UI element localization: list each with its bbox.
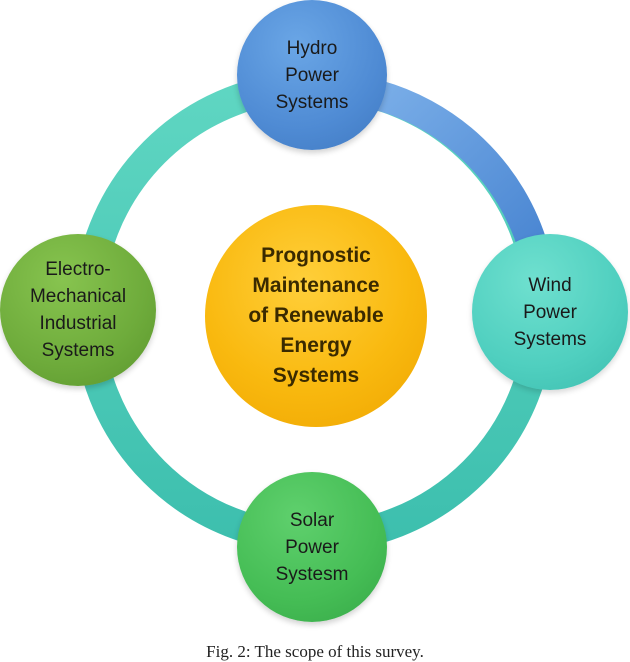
figure-caption: Fig. 2: The scope of this survey. <box>206 642 424 661</box>
electro-mechanical-label: Electro- Mechanical Industrial Systems <box>29 259 127 361</box>
solar-power-label: Solar Power Systesm <box>275 509 349 585</box>
wind-power-node: Wind Power Systems <box>472 234 628 390</box>
scope-diagram: Hydro Power Systems Wind Power Systems S… <box>0 0 628 622</box>
center-topic-node: Prognostic Maintenance of Renewable Ener… <box>205 205 427 427</box>
solar-power-node: Solar Power Systesm <box>237 472 387 622</box>
wind-power-label: Wind Power Systems <box>513 274 587 350</box>
hydro-power-label: Hydro Power Systems <box>275 37 349 113</box>
center-topic-label: Prognostic Maintenance of Renewable Ener… <box>248 244 384 387</box>
electro-mechanical-node: Electro- Mechanical Industrial Systems <box>0 234 156 386</box>
ring-arc-hydro-wind <box>366 78 549 255</box>
hydro-power-node: Hydro Power Systems <box>237 0 387 150</box>
